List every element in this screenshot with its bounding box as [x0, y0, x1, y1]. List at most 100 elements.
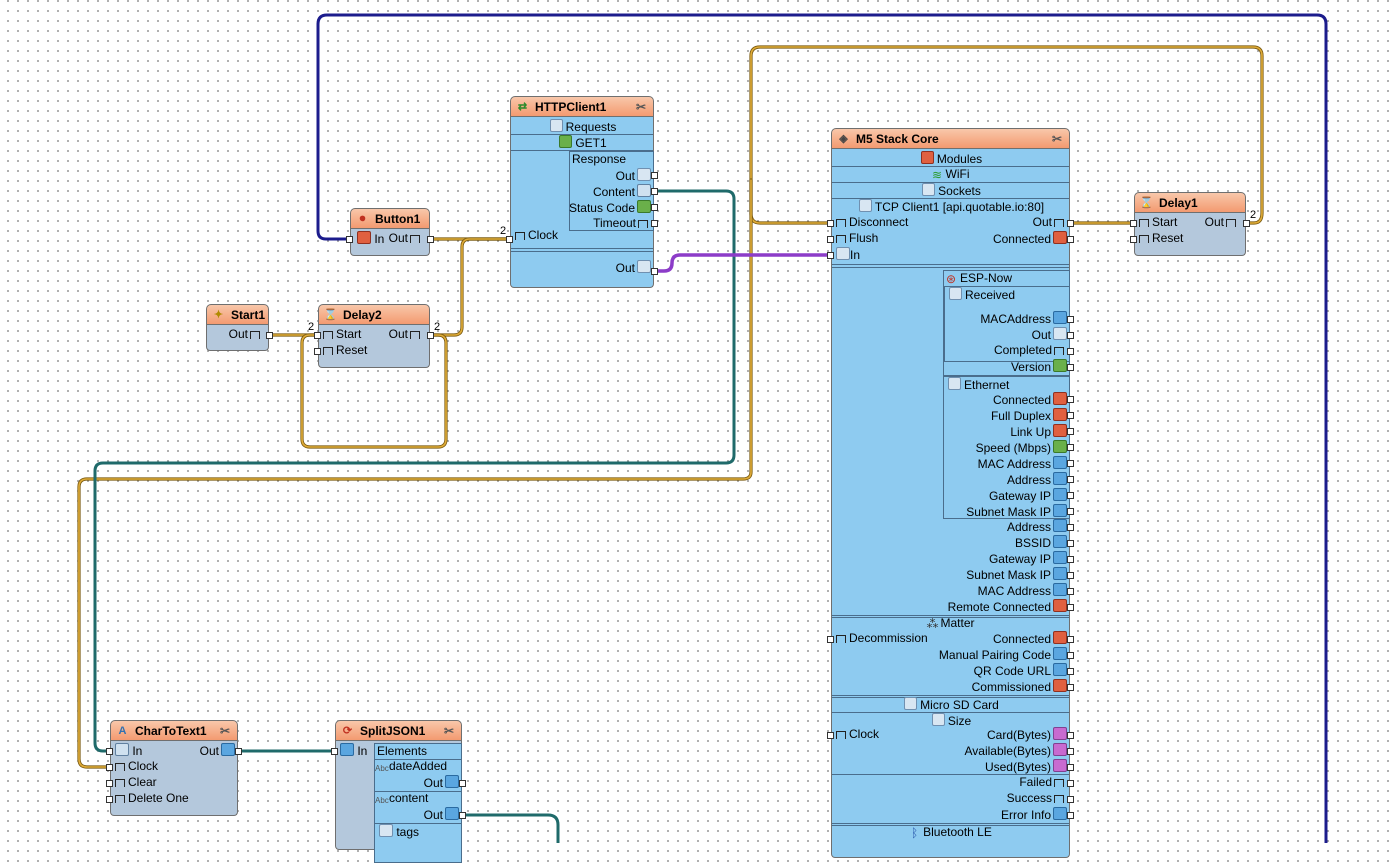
input-pin[interactable] [331, 748, 338, 755]
pin-label: Flush [849, 231, 879, 245]
output-pin[interactable] [1067, 396, 1074, 403]
output-pin[interactable] [651, 172, 658, 179]
output-pin[interactable] [1067, 764, 1074, 771]
output-pin[interactable] [1067, 364, 1074, 371]
section-label: Micro SD Card [920, 698, 999, 712]
output-pin[interactable] [1067, 540, 1074, 547]
input-pin[interactable] [1130, 236, 1137, 243]
input-pin[interactable] [106, 764, 113, 771]
output-pin[interactable] [1067, 796, 1074, 803]
output-pin[interactable] [1067, 556, 1074, 563]
httpclient1-component[interactable]: ⇄ HTTPClient1 ✂ Requests GET1 Response O… [506, 96, 658, 288]
clock-icon [1226, 219, 1236, 227]
delay2-component[interactable]: ⌛ Delay2 Start Reset Out [314, 304, 434, 368]
espnow-icon: ⊛ [946, 272, 957, 286]
output-pin[interactable] [427, 332, 434, 339]
output-pin[interactable] [1067, 428, 1074, 435]
output-pin[interactable] [266, 332, 273, 339]
string-icon [1053, 807, 1067, 820]
m5stack-header[interactable]: ◈ M5 Stack Core ✂ [831, 128, 1070, 149]
output-pin[interactable] [1067, 652, 1074, 659]
component-title: Button1 [375, 212, 421, 226]
output-pin[interactable] [651, 188, 658, 195]
output-pin[interactable] [1243, 220, 1250, 227]
component-title: SplitJSON1 [360, 724, 426, 738]
hourglass-icon: ⌛ [1139, 197, 1154, 209]
component-title: M5 Stack Core [856, 132, 939, 146]
delay1-header[interactable]: ⌛ Delay1 [1134, 192, 1246, 213]
input-pin[interactable] [827, 236, 834, 243]
output-pin[interactable] [651, 220, 658, 227]
button1-component[interactable]: ⏺ Button1 In Out [346, 208, 434, 256]
output-pin[interactable] [1067, 684, 1074, 691]
tools-icon[interactable]: ✂ [1051, 132, 1063, 146]
array-icon [379, 824, 393, 837]
input-pin[interactable] [827, 732, 834, 739]
component-title: CharToText1 [135, 724, 207, 738]
tools-icon[interactable]: ✂ [635, 100, 647, 114]
output-pin[interactable] [651, 204, 658, 211]
sd-card-icon [904, 697, 918, 710]
wire-layer [77, 13, 1328, 843]
output-pin[interactable] [1067, 780, 1074, 787]
input-pin[interactable] [827, 252, 834, 259]
start1-header[interactable]: ✦ Start1 [206, 304, 269, 325]
element-name: dateAdded [389, 759, 448, 773]
response-section: Response Out Content Status Code Timeout [569, 151, 654, 231]
splitjson1-header[interactable]: ⟳ SplitJSON1 ✂▿ [335, 720, 462, 752]
output-pin[interactable] [1067, 748, 1074, 755]
button1-header[interactable]: ⏺ Button1 [350, 208, 430, 229]
input-pin[interactable] [1130, 220, 1137, 227]
output-pin[interactable] [1067, 444, 1074, 451]
output-pin[interactable] [1067, 332, 1074, 339]
input-pin[interactable] [506, 236, 513, 243]
input-pin[interactable] [827, 636, 834, 643]
output-pin[interactable] [1067, 508, 1074, 515]
output-pin[interactable] [1067, 348, 1074, 355]
output-pin[interactable] [427, 236, 434, 243]
httpclient1-header[interactable]: ⇄ HTTPClient1 ✂ [510, 96, 654, 117]
chartotext1-component[interactable]: A CharToText1 ✂ In Clock Clear Delete On… [106, 720, 242, 816]
input-pin[interactable] [827, 220, 834, 227]
input-pin[interactable] [106, 780, 113, 787]
start1-component[interactable]: ✦ Start1 Out [206, 304, 273, 351]
pin-label: Commissioned [971, 680, 1051, 694]
input-pin[interactable] [314, 348, 321, 355]
output-pin[interactable] [1067, 604, 1074, 611]
input-pin[interactable] [346, 236, 353, 243]
tools-icon[interactable]: ✂ [219, 724, 231, 738]
output-pin[interactable] [1067, 236, 1074, 243]
output-pin[interactable] [459, 780, 466, 787]
pin-label: Clock [528, 228, 559, 242]
output-pin[interactable] [1067, 572, 1074, 579]
output-pin[interactable] [1067, 220, 1074, 227]
input-pin[interactable] [314, 332, 321, 339]
char-icon [637, 184, 651, 197]
element-name: tags [396, 825, 420, 839]
output-pin[interactable] [1067, 812, 1074, 819]
output-pin[interactable] [1067, 316, 1074, 323]
output-pin[interactable] [235, 748, 242, 755]
output-pin[interactable] [1067, 636, 1074, 643]
tools-icon[interactable]: ✂▿ [443, 724, 455, 752]
m5stack-core-component[interactable]: ◈ M5 Stack Core ✂ Modules ≋WiFi Sockets … [827, 128, 1074, 858]
chartotext1-header[interactable]: A CharToText1 ✂ [110, 720, 238, 741]
delay1-component[interactable]: ⌛ Delay1 Start Reset Out [1130, 192, 1250, 256]
output-pin[interactable] [1067, 460, 1074, 467]
output-pin[interactable] [1067, 412, 1074, 419]
string-icon [1053, 551, 1067, 564]
output-pin[interactable] [1067, 476, 1074, 483]
input-pin[interactable] [106, 748, 113, 755]
output-pin[interactable] [1067, 732, 1074, 739]
output-pin[interactable] [651, 268, 658, 275]
output-pin[interactable] [1067, 524, 1074, 531]
output-pin[interactable] [1067, 588, 1074, 595]
output-pin[interactable] [1067, 492, 1074, 499]
delay2-header[interactable]: ⌛ Delay2 [318, 304, 430, 325]
splitjson1-component[interactable]: ⟳ SplitJSON1 ✂▿ In Elements AbcdateAdded… [331, 720, 466, 863]
section-label: Response [572, 152, 627, 166]
output-pin[interactable] [459, 812, 466, 819]
input-pin[interactable] [106, 796, 113, 803]
output-pin[interactable] [1067, 668, 1074, 675]
pin-label: Failed [1019, 775, 1052, 789]
